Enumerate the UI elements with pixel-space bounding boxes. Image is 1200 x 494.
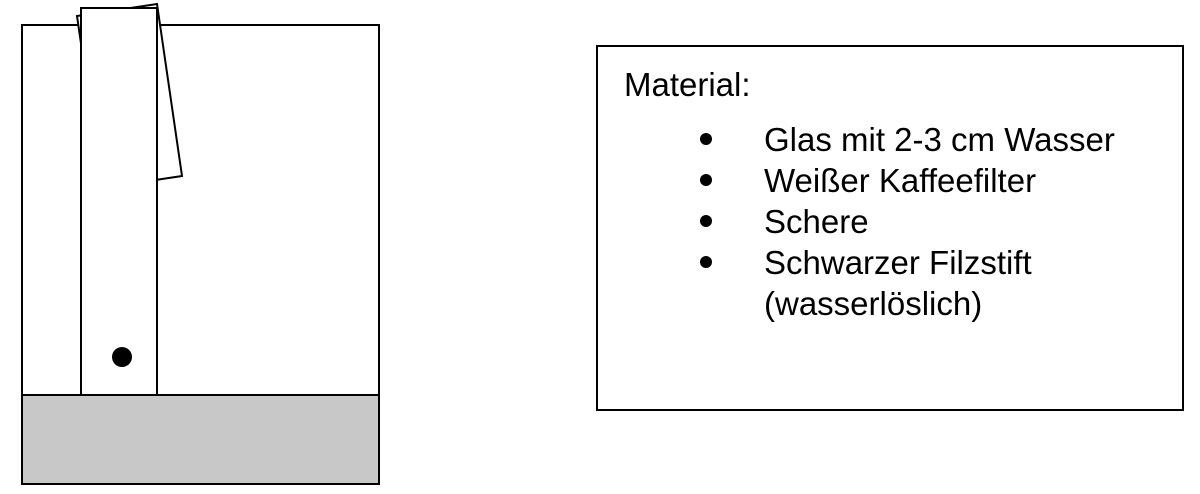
water-layer: [21, 394, 380, 485]
chromatography-glass-diagram: [21, 2, 380, 485]
filter-paper-strip: [80, 7, 158, 396]
list-item-text: Schwarzer Filzstift (wasserlöslich): [764, 244, 1032, 322]
list-item-text: Schere: [764, 203, 869, 240]
material-title: Material:: [624, 66, 751, 103]
list-item: Schere: [598, 201, 1144, 242]
list-item-text: Weißer Kaffeefilter: [764, 162, 1037, 199]
bullet-icon: [700, 215, 712, 227]
material-list: Glas mit 2-3 cm Wasser Weißer Kaffeefilt…: [598, 119, 1144, 324]
list-item-text: Glas mit 2-3 cm Wasser: [764, 121, 1115, 158]
ink-dot: [112, 347, 132, 367]
bullet-icon: [700, 133, 712, 145]
material-box: Material: Glas mit 2-3 cm Wasser Weißer …: [596, 45, 1184, 411]
list-item: Glas mit 2-3 cm Wasser: [598, 119, 1144, 160]
bullet-icon: [700, 256, 712, 268]
bullet-icon: [700, 174, 712, 186]
list-item: Weißer Kaffeefilter: [598, 160, 1144, 201]
list-item: Schwarzer Filzstift (wasserlöslich): [598, 242, 1144, 324]
